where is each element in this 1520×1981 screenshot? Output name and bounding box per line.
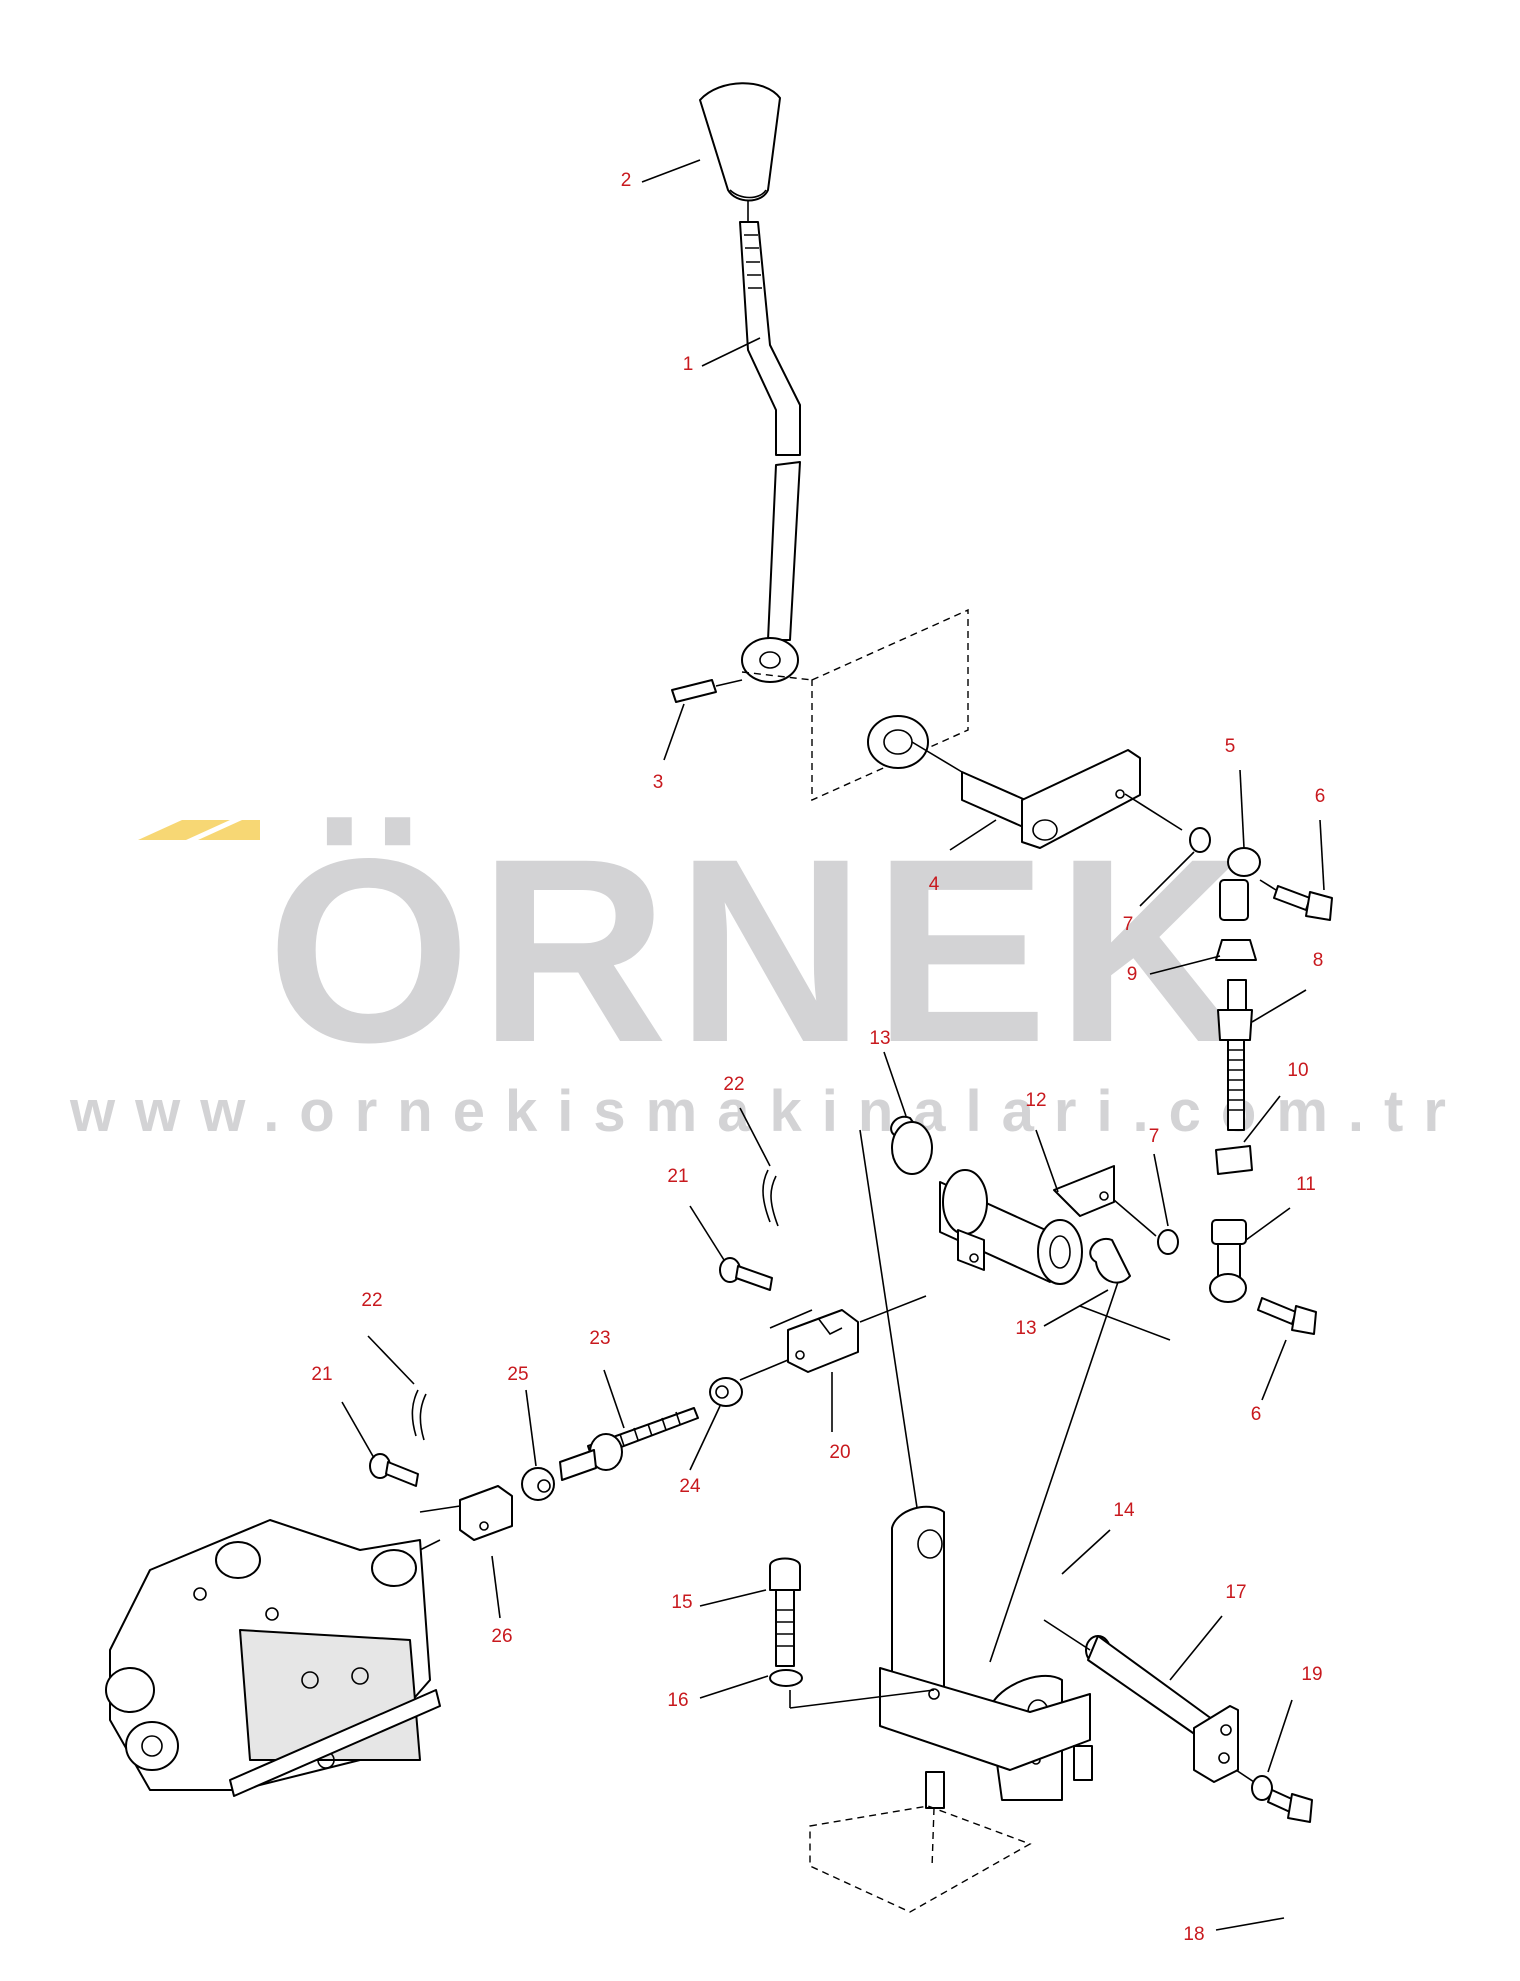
callout-7-top: 7 — [1123, 914, 1134, 935]
lever-part — [739, 221, 801, 683]
lock-nut-part — [709, 1377, 743, 1407]
callout-23: 23 — [589, 1328, 610, 1349]
callout-15: 15 — [671, 1592, 692, 1613]
callout-2: 2 — [621, 170, 632, 191]
callout-3: 3 — [653, 772, 664, 793]
bolt-part-15 — [769, 1557, 935, 1709]
callout-1: 1 — [683, 354, 694, 375]
watermark-umlaut-marks — [138, 820, 260, 840]
callout-13-top: 13 — [869, 1028, 890, 1049]
callout-17: 17 — [1225, 1582, 1246, 1603]
bracket-part — [879, 1505, 1093, 1809]
threaded-rod-part — [1217, 979, 1253, 1131]
callout-4: 4 — [929, 874, 940, 895]
callout-11: 11 — [1296, 1174, 1316, 1195]
callout-25: 25 — [507, 1364, 528, 1385]
washer-part — [1189, 827, 1211, 853]
callout-13-lower: 13 — [1015, 1318, 1036, 1339]
knob-part — [699, 82, 781, 222]
pivot-tube-part — [890, 1115, 1115, 1285]
adjuster-rod-part — [559, 1407, 699, 1481]
leader-lines — [341, 159, 1325, 1931]
washer-part-lower — [1157, 1229, 1179, 1255]
watermark-brand-text: ÖRNEK — [266, 804, 1254, 1097]
callout-7-lower: 7 — [1149, 1126, 1160, 1147]
callout-9: 9 — [1127, 964, 1138, 985]
washer-part-19 — [1251, 1775, 1273, 1801]
clevis-pin-part — [719, 1169, 779, 1291]
ball-joint-part-lower — [1209, 1219, 1247, 1303]
pin-part — [671, 679, 743, 703]
callout-20: 20 — [829, 1442, 850, 1463]
callout-14: 14 — [1113, 1500, 1135, 1521]
watermark-url: www.ornekismakinalari.com.tr — [70, 1079, 1466, 1144]
bolt-part-18 — [1267, 1789, 1313, 1823]
bolt-part — [1259, 879, 1333, 921]
clevis-part-26 — [459, 1485, 513, 1541]
watermark-brand: ÖRNEK — [70, 804, 1450, 1097]
callout-21-upper: 21 — [667, 1166, 688, 1187]
callout-16: 16 — [667, 1690, 688, 1711]
callout-22-upper: 22 — [723, 1074, 744, 1095]
shaft-part — [867, 715, 1183, 849]
callout-22-lower: 22 — [361, 1290, 382, 1311]
nut-part — [1215, 1145, 1253, 1175]
callout-19: 19 — [1301, 1664, 1322, 1685]
callout-10: 10 — [1287, 1060, 1308, 1081]
clevis-part — [787, 1309, 859, 1373]
callout-24: 24 — [679, 1476, 701, 1497]
callout-21-lower: 21 — [311, 1364, 332, 1385]
bush-part — [1089, 1237, 1131, 1284]
callout-6-top: 6 — [1315, 786, 1326, 807]
callout-8: 8 — [1313, 950, 1324, 971]
control-valve-part — [105, 1519, 441, 1797]
callout-12: 12 — [1025, 1090, 1046, 1111]
pivot-shaft-part — [1043, 1619, 1239, 1783]
callout-26: 26 — [491, 1626, 512, 1647]
callout-labels: 2 1 3 4 5 6 7 9 8 10 11 13 12 7 22 21 13… — [311, 170, 1325, 1945]
callout-18: 18 — [1183, 1924, 1204, 1945]
bolt-part-lower — [1257, 1297, 1317, 1335]
ball-joint-part — [1215, 847, 1261, 961]
callout-5: 5 — [1225, 736, 1236, 757]
callout-6-lower: 6 — [1251, 1404, 1262, 1425]
